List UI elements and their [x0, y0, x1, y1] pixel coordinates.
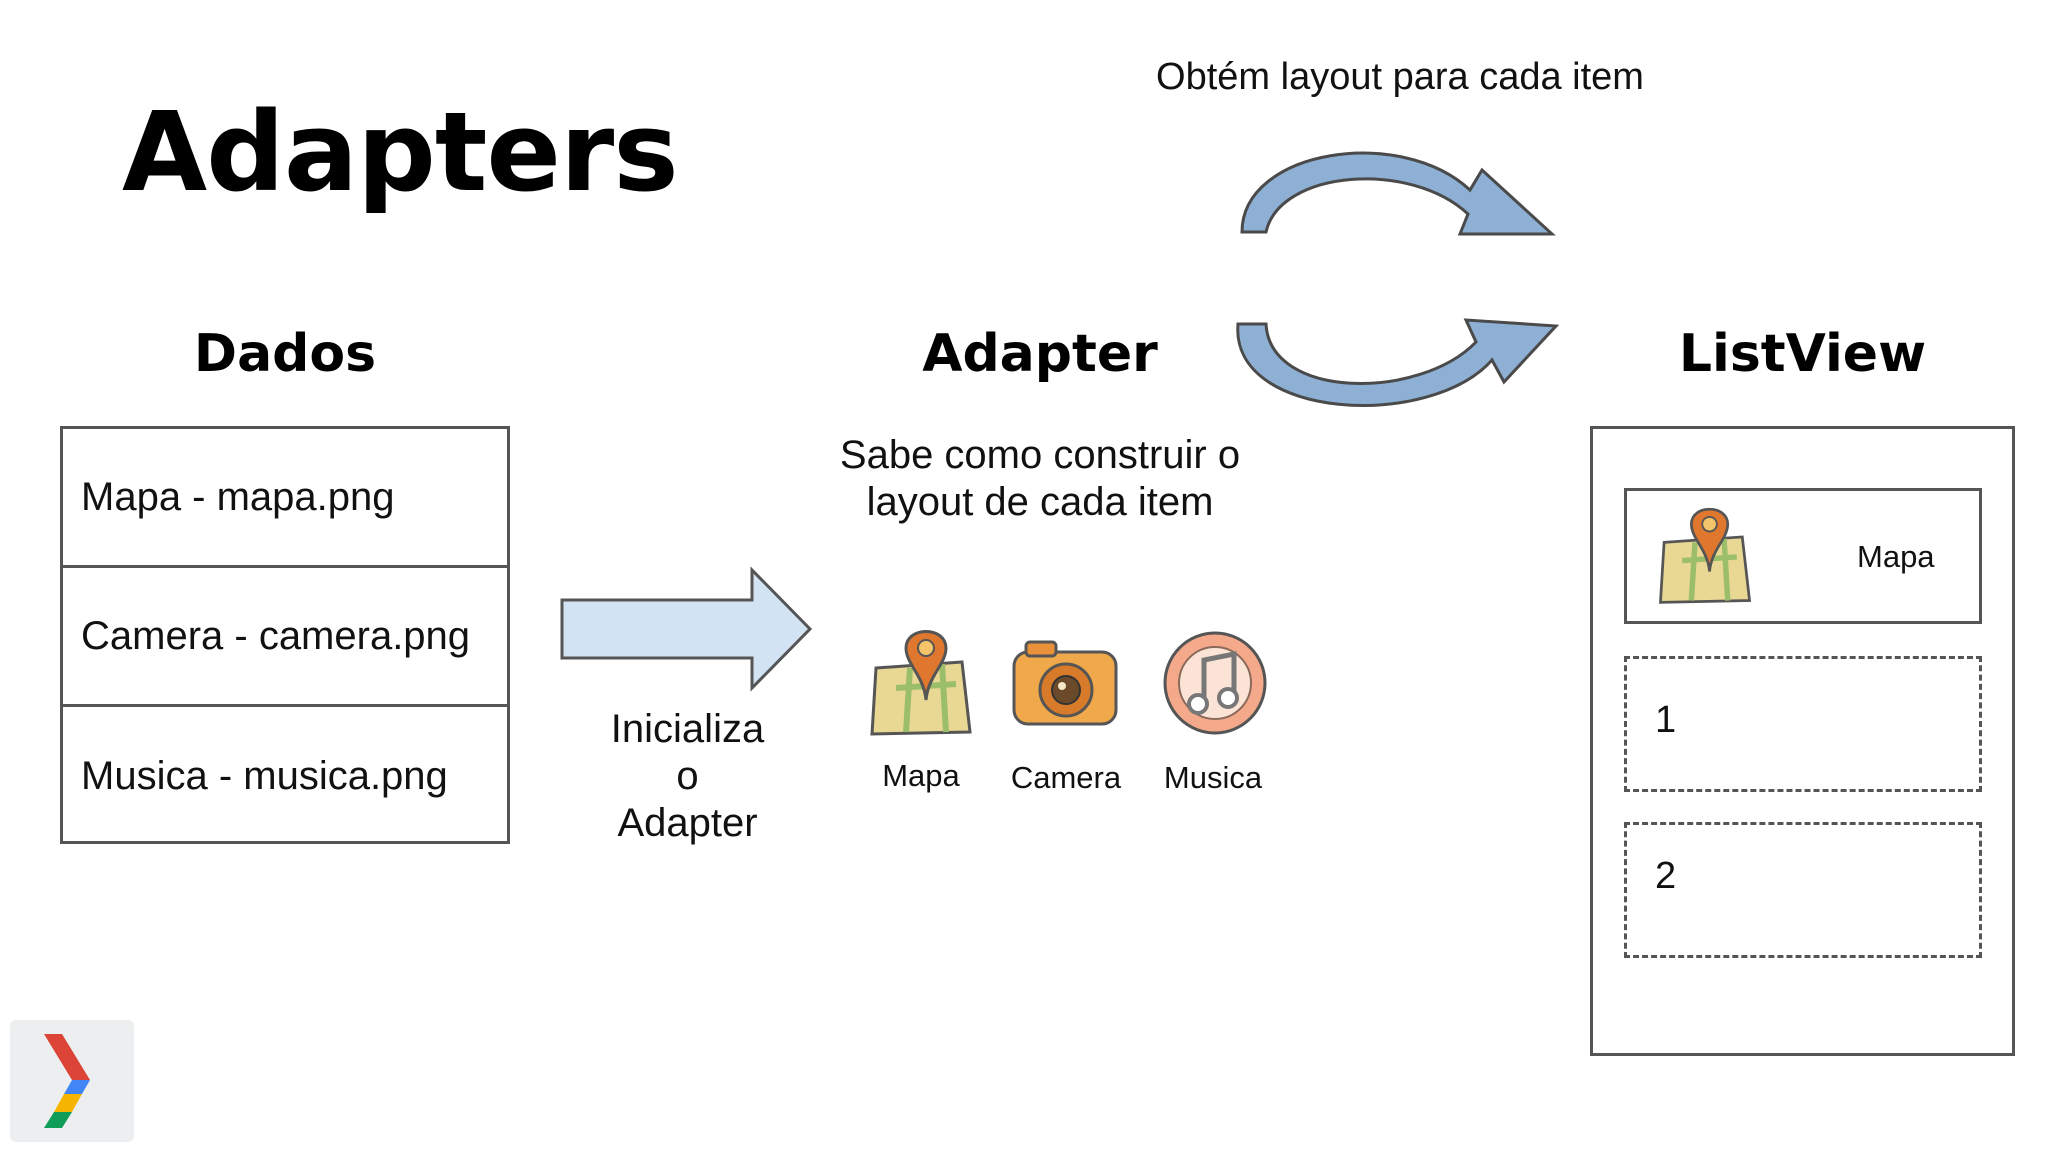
- list-item-index: 1: [1655, 699, 1677, 741]
- cycle-arrow-top: [1240, 151, 1556, 236]
- data-row-label: Camera - camera.png: [81, 613, 471, 658]
- data-row-label: Musica - musica.png: [81, 754, 448, 798]
- adapter-description-line-1: Sabe como construir o: [839, 433, 1241, 477]
- data-table: Mapa - mapa.png Camera - camera.png Musi…: [60, 426, 510, 844]
- icon-label-camera: Camera: [1010, 760, 1122, 795]
- cycle-arrows: [1236, 151, 1560, 407]
- init-arrow: [560, 566, 813, 692]
- adapter-description-line-2: layout de cada item: [866, 480, 1214, 524]
- adapter-description: Sabe como construir o layout de cada ite…: [800, 432, 1280, 526]
- adapter-heading: Adapter: [922, 324, 1158, 384]
- init-arrow-label: Inicializa o Adapter: [580, 706, 795, 847]
- loop-label: Obtém layout para cada item: [1156, 56, 1644, 98]
- cycle-arrow-bottom: [1236, 318, 1560, 407]
- chevron-logo-icon: [44, 1034, 90, 1128]
- listview-heading: ListView: [1678, 324, 1927, 384]
- init-label-line-3: Adapter: [617, 801, 758, 845]
- list-item-label: Mapa: [1857, 539, 1935, 574]
- gdg-logo: [10, 1020, 134, 1142]
- page-title: Adapters: [122, 88, 679, 216]
- data-row-camera: Camera - camera.png: [63, 568, 507, 707]
- map-pin-icon: [870, 630, 972, 736]
- init-label-line-1: Inicializa: [610, 707, 765, 751]
- init-label-line-2: o: [676, 754, 699, 798]
- list-item-placeholder-2: 2: [1624, 822, 1982, 958]
- map-pin-icon: [1659, 508, 1752, 604]
- list-item-mapa: Mapa: [1624, 488, 1982, 624]
- data-row-mapa: Mapa - mapa.png: [63, 429, 507, 568]
- music-icon: [1163, 631, 1267, 735]
- list-item-placeholder-1: 1: [1624, 656, 1982, 792]
- data-row-label: Mapa - mapa.png: [81, 474, 395, 519]
- icon-label-mapa: Mapa: [882, 758, 960, 793]
- icon-label-musica: Musica: [1163, 760, 1263, 795]
- data-row-musica: Musica - musica.png: [63, 707, 507, 846]
- list-item-index: 2: [1655, 855, 1677, 897]
- dados-heading: Dados: [193, 324, 377, 384]
- camera-icon: [1012, 640, 1118, 726]
